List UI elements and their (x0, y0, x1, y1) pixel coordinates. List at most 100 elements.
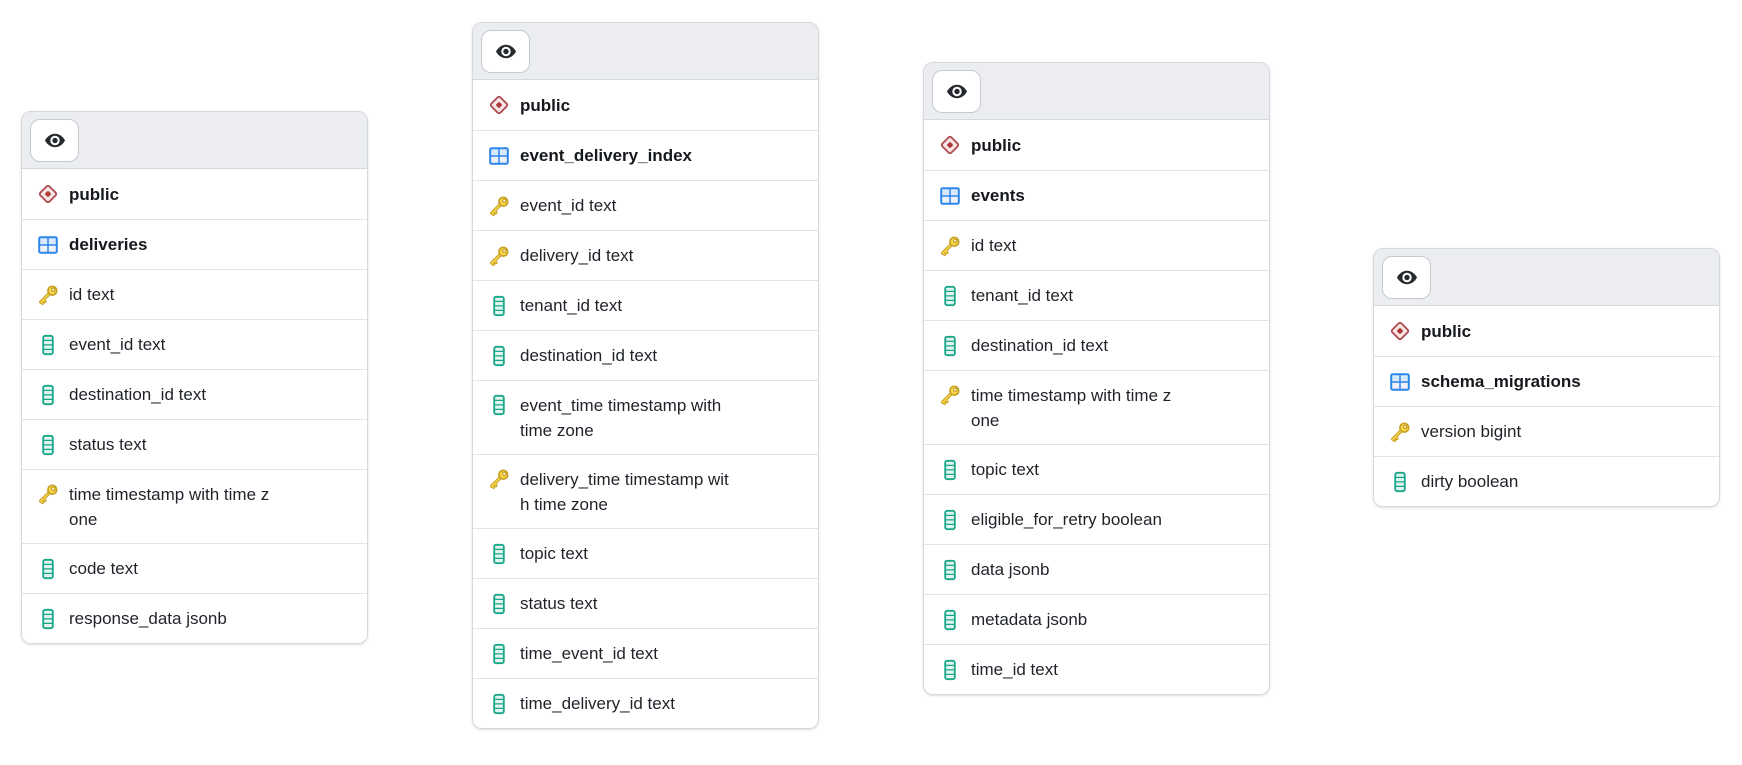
column-label: time timestamp with time zone (971, 386, 1172, 430)
column-icon (487, 592, 511, 616)
table-name-row[interactable]: event_delivery_index (473, 130, 818, 180)
table-name-row[interactable]: events (924, 170, 1269, 220)
column-row[interactable]: time_event_id text (473, 628, 818, 678)
column-row[interactable]: event_id text (473, 180, 818, 230)
visibility-toggle-button[interactable] (1382, 255, 1431, 299)
table-card[interactable]: public event_delivery_index event_id tex… (472, 22, 819, 729)
column-label: destination_id text (520, 346, 658, 365)
column-icon (938, 284, 962, 308)
key-icon (487, 194, 511, 218)
column-icon (487, 692, 511, 716)
column-label: response_data jsonb (69, 609, 227, 628)
eye-icon (494, 38, 518, 65)
schema-diamond-icon (938, 133, 962, 157)
column-label: destination_id text (69, 385, 207, 404)
column-row[interactable]: eligible_for_retry boolean (924, 494, 1269, 544)
column-label: code text (69, 559, 138, 578)
column-row[interactable]: topic text (473, 528, 818, 578)
eye-icon (945, 78, 969, 105)
column-row[interactable]: status text (473, 578, 818, 628)
schema-row[interactable]: public (22, 169, 367, 219)
column-icon (938, 558, 962, 582)
column-row[interactable]: event_id text (22, 319, 367, 369)
table-name-row[interactable]: schema_migrations (1374, 356, 1719, 406)
column-label: status text (69, 435, 147, 454)
table-icon (487, 144, 511, 168)
column-label: delivery_id text (520, 246, 634, 265)
column-label: topic text (520, 544, 589, 563)
column-label: event_id text (520, 196, 617, 215)
card-header (473, 23, 818, 80)
column-row[interactable]: response_data jsonb (22, 593, 367, 643)
column-icon (938, 458, 962, 482)
visibility-toggle-button[interactable] (30, 118, 79, 162)
column-label: tenant_id text (971, 286, 1074, 305)
column-row[interactable]: dirty boolean (1374, 456, 1719, 506)
column-row[interactable]: destination_id text (473, 330, 818, 380)
column-row[interactable]: time timestamp with time zone (924, 370, 1269, 444)
key-icon (36, 482, 60, 506)
key-icon (36, 283, 60, 307)
schema-row[interactable]: public (1374, 306, 1719, 356)
column-row[interactable]: tenant_id text (473, 280, 818, 330)
column-label: eligible_for_retry boolean (971, 510, 1162, 529)
column-label: tenant_id text (520, 296, 623, 315)
column-row[interactable]: version bigint (1374, 406, 1719, 456)
column-row[interactable]: code text (22, 543, 367, 593)
column-icon (938, 608, 962, 632)
schema-row[interactable]: public (473, 80, 818, 130)
column-row[interactable]: status text (22, 419, 367, 469)
column-icon (36, 333, 60, 357)
schema-label: public (1421, 321, 1472, 341)
card-header (1374, 249, 1719, 306)
column-row[interactable]: delivery_id text (473, 230, 818, 280)
schema-diamond-icon (1388, 319, 1412, 343)
card-header (924, 63, 1269, 120)
column-label: time timestamp with time zone (69, 485, 270, 529)
table-icon (938, 184, 962, 208)
card-header (22, 112, 367, 169)
visibility-toggle-button[interactable] (481, 29, 530, 73)
column-icon (487, 294, 511, 318)
column-label: time_delivery_id text (520, 694, 675, 713)
key-icon (1388, 420, 1412, 444)
column-row[interactable]: destination_id text (22, 369, 367, 419)
column-label: dirty boolean (1421, 472, 1519, 491)
column-row[interactable]: metadata jsonb (924, 594, 1269, 644)
key-icon (487, 467, 511, 491)
table-name-row[interactable]: deliveries (22, 219, 367, 269)
column-label: delivery_time timestamp with time zone (520, 470, 729, 514)
column-icon (1388, 470, 1412, 494)
table-icon (36, 233, 60, 257)
table-card[interactable]: public schema_migrations version bigint … (1373, 248, 1720, 507)
schema-diamond-icon (36, 182, 60, 206)
visibility-toggle-button[interactable] (932, 69, 981, 113)
column-icon (938, 658, 962, 682)
column-row[interactable]: data jsonb (924, 544, 1269, 594)
column-label: version bigint (1421, 422, 1522, 441)
table-name-label: event_delivery_index (520, 146, 692, 165)
column-label: event_time timestamp with time zone (520, 396, 722, 440)
table-icon (1388, 370, 1412, 394)
column-row[interactable]: destination_id text (924, 320, 1269, 370)
column-row[interactable]: tenant_id text (924, 270, 1269, 320)
column-row[interactable]: time_delivery_id text (473, 678, 818, 728)
column-row[interactable]: time_id text (924, 644, 1269, 694)
column-row[interactable]: id text (924, 220, 1269, 270)
column-row[interactable]: event_time timestamp with time zone (473, 380, 818, 454)
column-label: topic text (971, 460, 1040, 479)
column-row[interactable]: id text (22, 269, 367, 319)
table-name-label: deliveries (69, 235, 148, 254)
column-row[interactable]: delivery_time timestamp with time zone (473, 454, 818, 528)
column-icon (938, 508, 962, 532)
column-label: status text (520, 594, 598, 613)
table-card[interactable]: public deliveries id text event_id text … (21, 111, 368, 644)
column-row[interactable]: time timestamp with time zone (22, 469, 367, 543)
table-name-label: schema_migrations (1421, 372, 1581, 391)
table-name-label: events (971, 186, 1025, 205)
schema-row[interactable]: public (924, 120, 1269, 170)
column-icon (487, 642, 511, 666)
column-row[interactable]: topic text (924, 444, 1269, 494)
schema-label: public (971, 135, 1022, 155)
table-card[interactable]: public events id text tenant_id text des… (923, 62, 1270, 695)
